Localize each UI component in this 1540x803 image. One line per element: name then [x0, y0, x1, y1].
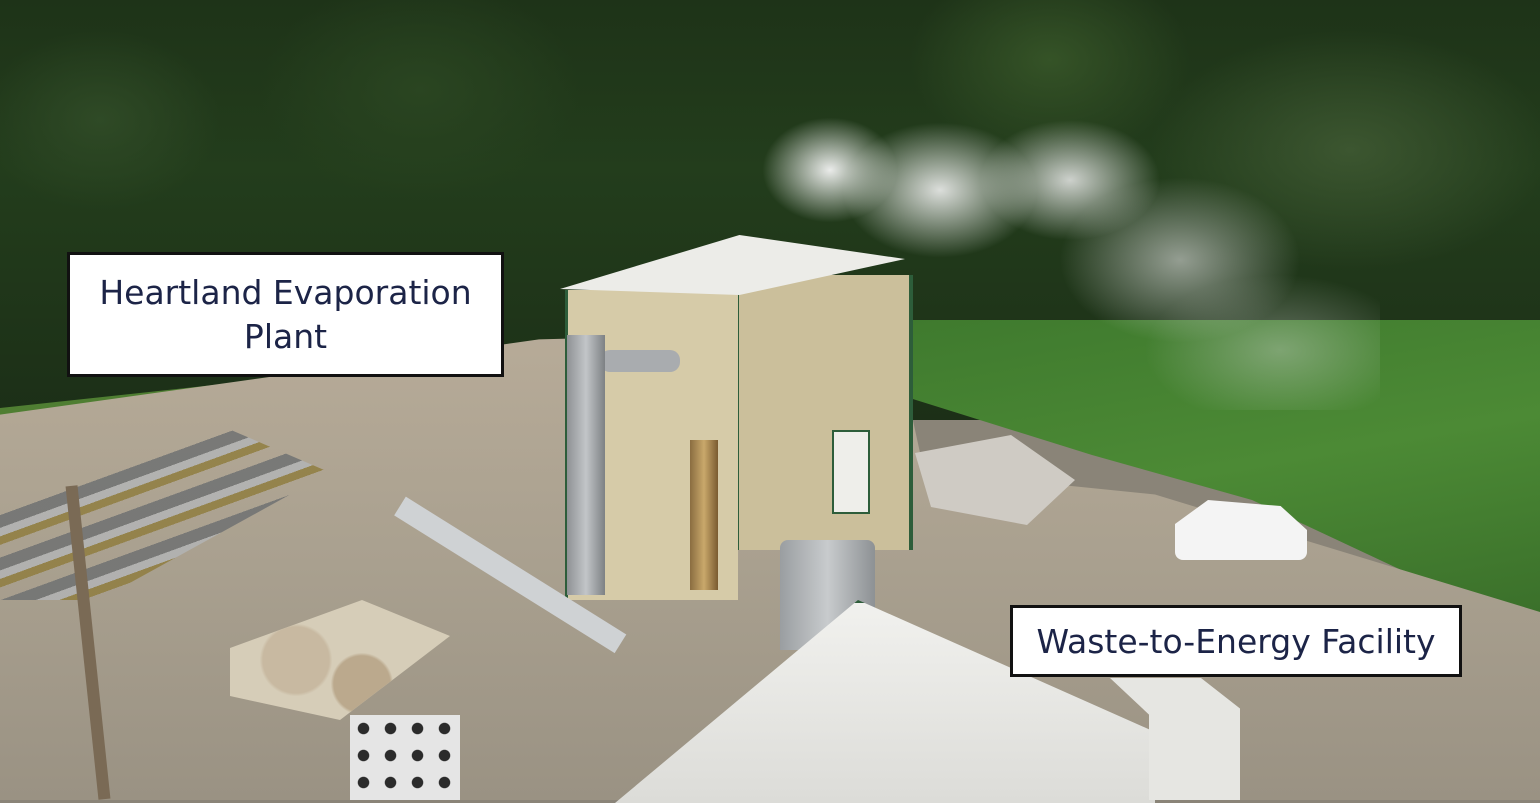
evaporation-plant-label-text: Heartland Evaporation Plant — [99, 272, 472, 356]
waste-to-energy-label-text: Waste-to-Energy Facility — [1036, 621, 1436, 661]
exhaust-stack — [567, 335, 605, 595]
secondary-stack — [690, 440, 718, 590]
evaporation-plant-label: Heartland Evaporation Plant — [67, 252, 504, 377]
cooling-fans — [350, 715, 460, 800]
waste-to-energy-label: Waste-to-Energy Facility — [1010, 605, 1462, 677]
steam-plume — [740, 80, 1380, 410]
roll-up-door — [832, 430, 870, 514]
exhaust-duct — [600, 350, 680, 372]
